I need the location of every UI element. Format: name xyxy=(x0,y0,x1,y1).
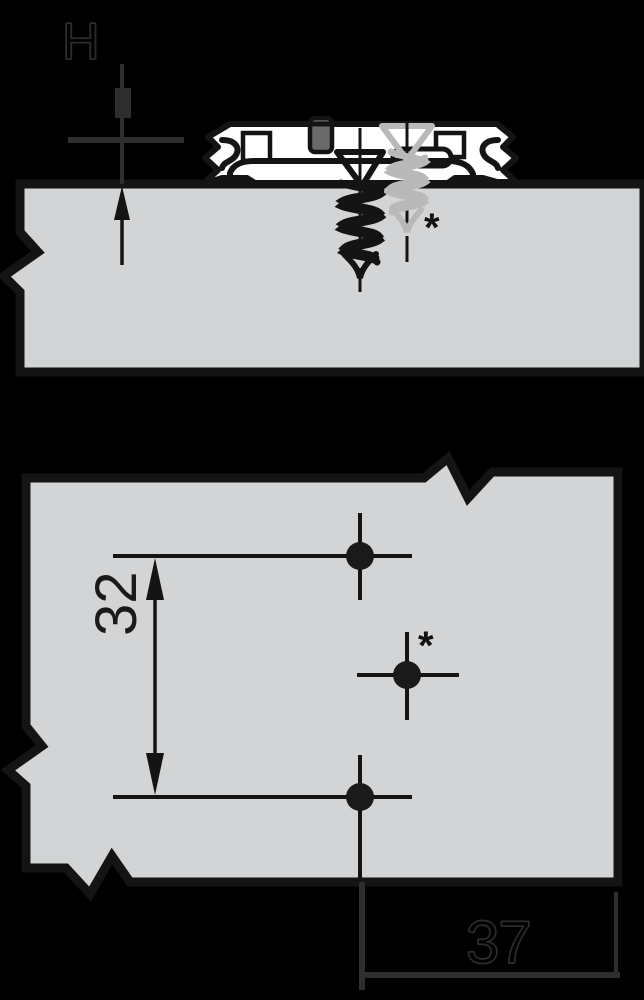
plate-left-clip-recess xyxy=(219,137,241,171)
edge-distance-dimension-label: 37 xyxy=(465,909,532,976)
plate-right-clip-recess xyxy=(479,137,501,171)
hole-center-bottom-dot xyxy=(346,783,374,811)
hole-center-top xyxy=(310,513,412,600)
footnote-asterisk-plan-view: * xyxy=(418,624,434,668)
plan-view xyxy=(0,450,623,990)
dim32-arrow-head-down xyxy=(146,753,164,795)
h-dimension-tick xyxy=(115,88,131,118)
section-panel-body xyxy=(0,179,644,377)
dim32-arrow-head-up xyxy=(146,558,164,600)
hole-center-alternate-dot xyxy=(393,661,421,689)
primary-screw-thread-back xyxy=(335,186,386,262)
alternate-screw-thread-back xyxy=(384,154,430,212)
plan-panel-body xyxy=(0,450,623,902)
alternate-screw xyxy=(379,122,435,262)
section-view xyxy=(0,64,644,377)
hole-center-top-dot xyxy=(346,542,374,570)
plate-left-slot xyxy=(240,130,273,164)
hole-spacing-dimension-label: 32 xyxy=(84,571,149,636)
height-dimension-label: H xyxy=(61,13,100,71)
hole-center-bottom xyxy=(310,755,412,883)
plate-lower-contour xyxy=(227,158,476,183)
hole-center-alternate xyxy=(357,632,459,720)
footnote-asterisk-section-view: * xyxy=(424,206,440,250)
primary-screw xyxy=(334,128,387,292)
h-dimension-arrow-head xyxy=(114,186,130,220)
primary-screw-tip xyxy=(341,251,379,279)
alternate-screw-tip xyxy=(390,207,424,233)
